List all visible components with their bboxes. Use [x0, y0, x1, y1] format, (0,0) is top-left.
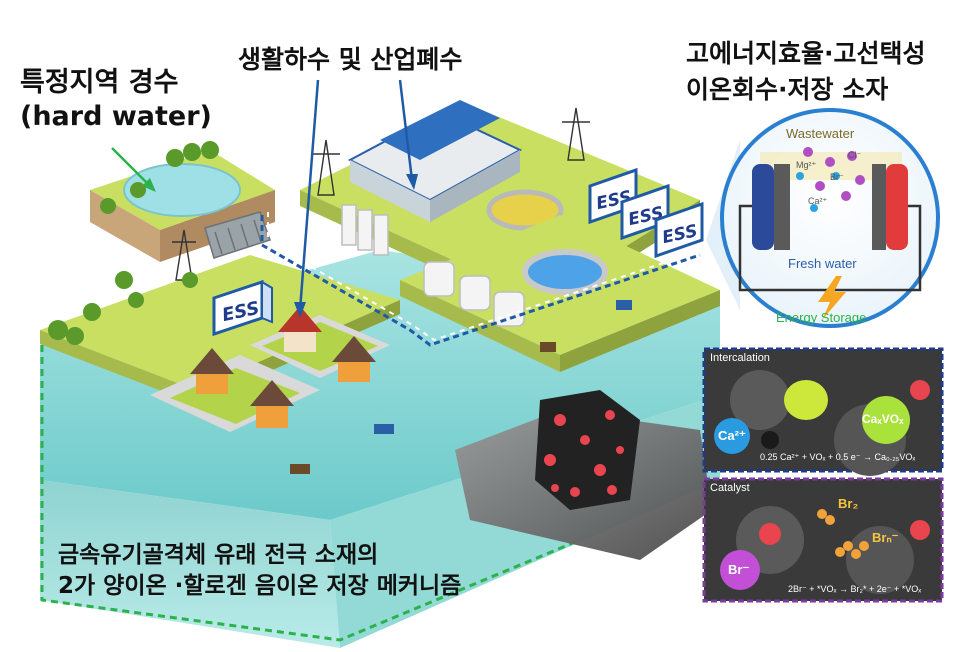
silos — [341, 204, 389, 256]
mof-caption-line2: 2가 양이온 ·할로겐 음이온 저장 메커니즘 — [58, 573, 462, 599]
calcium-ion — [714, 418, 750, 454]
intercalation-title: Intercalation — [710, 352, 770, 364]
intercalation-product-label: CaₓVOₓ — [862, 412, 904, 426]
intercalation-ion-label: Ca²⁺ — [718, 428, 746, 443]
bromide-ion — [720, 550, 760, 590]
energy-storage-label: Energy Storage — [776, 310, 867, 325]
pipeline-blue-dashed — [260, 215, 701, 347]
clarifier-tank-yellow — [486, 189, 564, 231]
intercalation-inset — [702, 347, 944, 476]
ion-mg-label: Mg²⁺ — [796, 160, 817, 170]
hard-water-arrow — [111, 147, 156, 192]
treatment-platform — [400, 215, 720, 372]
lightning-icon — [818, 276, 846, 320]
ess-unit: ESS — [654, 201, 704, 259]
mof-caption-line1: 금속유기골격체 유래 전극 소재의 — [58, 542, 379, 568]
ess-unit-group-right: ESS ESS ESS — [588, 167, 704, 259]
reservoir-island — [90, 150, 275, 262]
vox-particle — [784, 380, 828, 420]
reservoir-lake — [123, 163, 241, 217]
product-particle — [862, 396, 910, 444]
mof-caption: 금속유기골격체 유래 전극 소재의 2가 양이온 ·할로겐 음이온 저장 메커니… — [58, 540, 461, 602]
boundary-green-dashed — [40, 345, 581, 642]
sewage-arrows — [294, 79, 418, 318]
house — [250, 380, 294, 428]
catalyst-inset — [702, 477, 944, 603]
house — [190, 348, 234, 394]
pipeline-white — [267, 212, 703, 342]
house — [278, 306, 322, 352]
hard-water-label-ko: 특정지역 경수 — [20, 67, 179, 98]
catalyst-title: Catalyst — [710, 482, 750, 494]
ion-br-label: Br⁻ — [830, 172, 844, 182]
ion-cl-label: Cl⁻ — [848, 150, 862, 160]
dam — [204, 211, 271, 259]
houses — [190, 306, 376, 428]
bromine-molecules — [817, 509, 869, 559]
electrode-right — [872, 164, 886, 250]
catalyst-brn-label: Brₙ⁻ — [872, 530, 899, 545]
house — [332, 336, 376, 382]
device-label-line2: 이온회수·저장 소자 — [686, 75, 889, 104]
hard-water-label-en: (hard water) — [20, 101, 212, 132]
sewage-label: 생활하수 및 산업폐수 — [238, 45, 463, 74]
catalyst-equation: 2Br⁻ + *VOₓ → Br₂* + 2e⁻ + *VOₓ — [788, 584, 922, 594]
trees — [48, 141, 219, 345]
outflow-pipes — [290, 300, 632, 474]
wastewater-label: Wastewater — [786, 126, 855, 141]
catalyst-ion-label: Br⁻ — [728, 562, 750, 577]
mof-electrode — [455, 390, 712, 560]
hard-water-label: 특정지역 경수 (hard water) — [20, 66, 212, 134]
electrode-left — [752, 164, 774, 250]
ion-ca-label: Ca²⁺ — [808, 196, 828, 206]
intercalation-equation: 0.25 Ca²⁺ + VOₓ + 0.5 e⁻ → Ca₀.₂₅VOₓ — [760, 452, 916, 462]
fresh-water-label: Fresh water — [788, 256, 857, 271]
ess-unit-residential: ESS — [212, 279, 273, 337]
device-label-line1: 고에너지효율·고선택성 — [686, 39, 926, 68]
cell-inset — [706, 108, 940, 328]
device-label: 고에너지효율·고선택성 이온회수·저장 소자 — [686, 36, 926, 108]
catalyst-br2-label: Br₂ — [838, 496, 859, 511]
clarifier-tank-blue — [522, 249, 608, 295]
